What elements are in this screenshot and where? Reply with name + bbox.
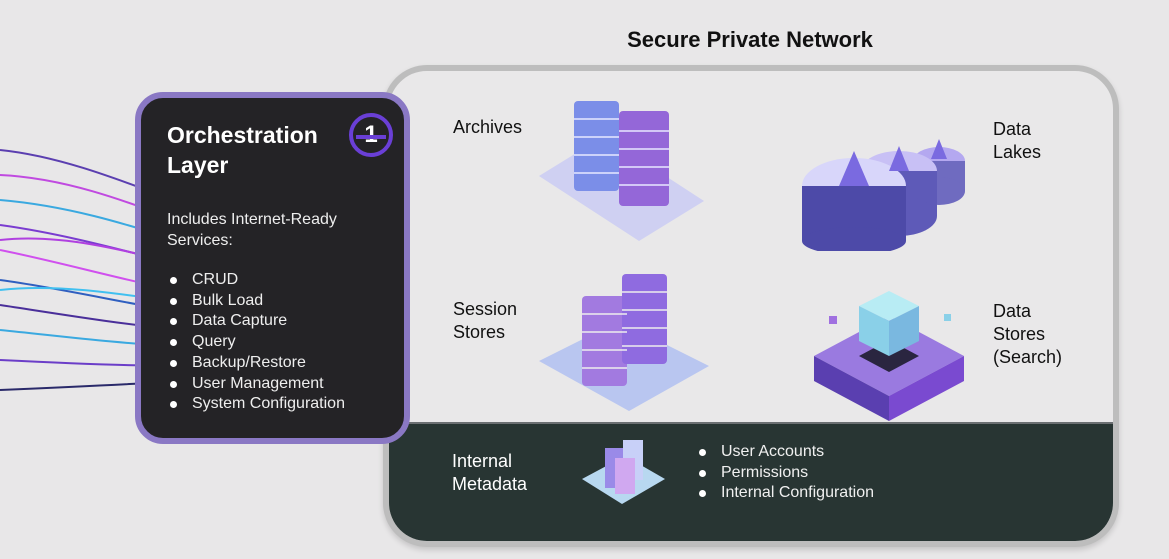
metadata-items-list: User Accounts Permissions Internal Confi… <box>697 442 874 504</box>
metadata-blocks-icon <box>582 440 665 504</box>
list-item: System Configuration <box>167 394 345 415</box>
orchestration-subtitle: Includes Internet-Ready Services: <box>167 211 337 249</box>
data-lakes-label: Data Lakes <box>993 119 1042 162</box>
orchestration-layer-card: Orchestration Layer 1 Includes Internet-… <box>135 92 410 444</box>
step-number-badge: 1 <box>349 113 393 157</box>
list-item: Query <box>167 332 345 353</box>
data-lakes-icon <box>802 139 965 251</box>
archives-label: Archives <box>453 117 523 137</box>
list-item: User Accounts <box>697 442 874 463</box>
internal-metadata-label: Internal Metadata <box>452 451 528 494</box>
secure-private-network-panel: Archives Data Lakes Session Stores Data … <box>383 65 1119 547</box>
list-item: User Management <box>167 374 345 395</box>
internal-metadata-band: Internal Metadata User Accounts Permissi… <box>389 422 1113 541</box>
list-item: Bulk Load <box>167 291 345 312</box>
orchestration-title: Orchestration Layer <box>167 122 318 178</box>
list-item: Backup/Restore <box>167 353 345 374</box>
page-title: Secure Private Network <box>627 27 873 52</box>
session-stores-server-icon <box>539 274 709 411</box>
list-item: Permissions <box>697 463 874 484</box>
list-item: Internal Configuration <box>697 483 874 504</box>
archives-server-icon <box>539 101 704 241</box>
data-stores-search-icon <box>814 291 964 421</box>
list-item: Data Capture <box>167 311 345 332</box>
data-stores-search-label: Data Stores (Search) <box>993 301 1063 367</box>
list-item: CRUD <box>167 270 345 291</box>
services-list: CRUD Bulk Load Data Capture Query Backup… <box>167 270 345 415</box>
session-stores-label: Session Stores <box>453 299 518 342</box>
